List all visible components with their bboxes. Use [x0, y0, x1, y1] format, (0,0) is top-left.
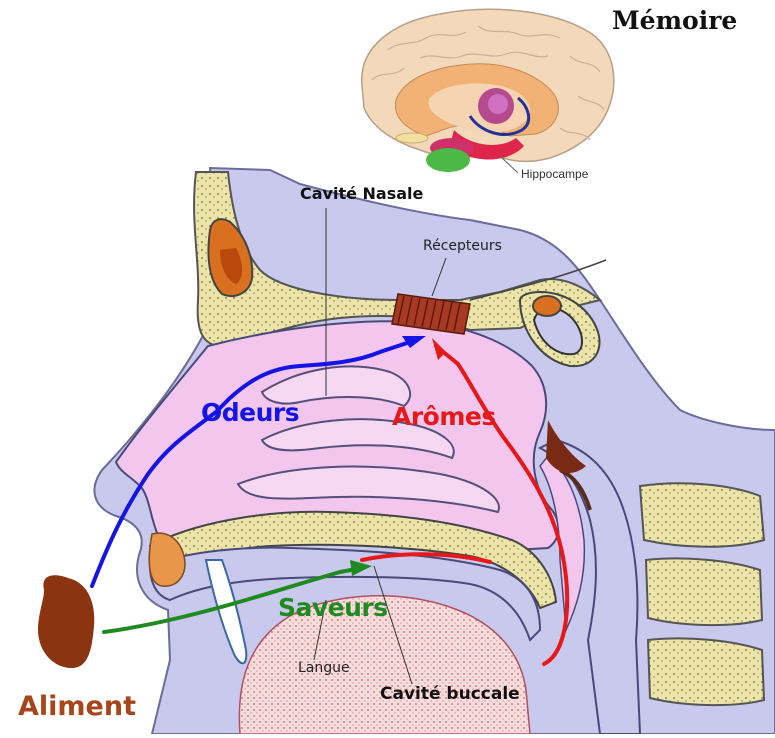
odeurs-label: Odeurs [201, 398, 299, 427]
saveurs-label: Saveurs [278, 593, 388, 622]
memoire-label: Mémoire [612, 6, 737, 35]
recepteurs-label: Récepteurs [423, 238, 502, 254]
brain-illustration [362, 9, 614, 173]
aliment-label: Aliment [18, 691, 136, 722]
aromes-label: Arômes [392, 402, 496, 431]
langue-label: Langue [298, 660, 350, 676]
cavite-buccale-label: Cavité buccale [380, 684, 520, 704]
aliment-bolus [38, 575, 94, 668]
cavite-nasale-label: Cavité Nasale [300, 184, 423, 203]
hippocampe-label: Hippocampe [521, 167, 588, 181]
